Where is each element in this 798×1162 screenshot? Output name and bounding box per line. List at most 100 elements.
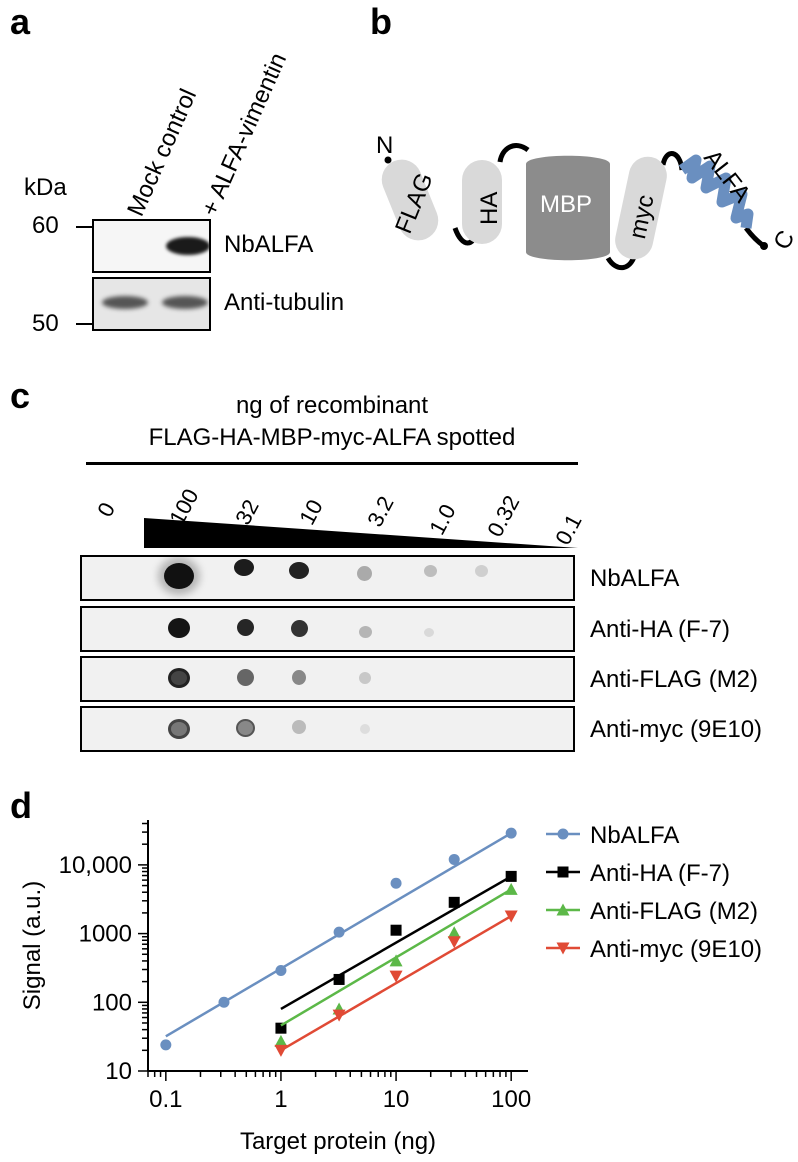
header-underline (86, 462, 578, 465)
x-tick-label: 0.1 (149, 1086, 182, 1113)
data-point (390, 877, 402, 889)
data-point (333, 973, 345, 985)
ha-domain (462, 160, 502, 244)
data-point (218, 996, 230, 1008)
x-axis-title: Target protein (ng) (240, 1128, 436, 1155)
data-point (275, 1022, 287, 1034)
dot-blot-header-line2: FLAG-HA-MBP-myc-ALFA spotted (148, 424, 516, 451)
legend-marker (557, 866, 569, 878)
dot-nbalfa-1-0 (424, 565, 437, 577)
fit-line (280, 914, 512, 1052)
row-label-flag: Anti-FLAG (M2) (590, 666, 759, 693)
dot-myc-10 (292, 720, 306, 734)
data-point (275, 965, 287, 977)
legend-marker (556, 903, 570, 916)
y-tick-label: 10 (105, 1058, 132, 1085)
dot-nbalfa-0-32 (475, 565, 488, 577)
amount-label-0: 0 (92, 498, 121, 521)
mbp-label: MBP (540, 191, 593, 218)
panel-b-label: b (370, 1, 392, 42)
panel-a-label: a (10, 1, 31, 42)
x-tick-label: 10 (383, 1086, 410, 1113)
row-label-myc: Anti-myc (9E10) (590, 716, 763, 743)
lane-label-mock: Mock control (122, 84, 203, 221)
legend-label: Anti-myc (9E10) (590, 936, 762, 963)
dot-flag-3-2 (359, 672, 371, 684)
ha-label: HA (476, 191, 503, 225)
series-3 (274, 910, 518, 1057)
dot-nbalfa-10 (289, 562, 309, 579)
y-tick-label: 10,000 (59, 852, 132, 879)
c-terminus-dot (760, 242, 768, 250)
marker-50-tick (76, 323, 92, 325)
data-point (333, 926, 345, 938)
data-point (447, 926, 461, 939)
dot-myc-3-2 (360, 724, 370, 734)
x-tick-label: 1 (274, 1086, 287, 1113)
legend-label: NbALFA (590, 822, 679, 849)
y-tick-label: 1000 (79, 921, 132, 948)
dot-myc-32 (236, 719, 255, 737)
alfa-helix (678, 154, 754, 229)
data-point (504, 910, 518, 923)
data-point (448, 853, 460, 865)
legend-marker (556, 942, 570, 955)
row-label-ha: Anti-HA (F-7) (590, 616, 731, 643)
data-point (274, 1044, 288, 1057)
flag-domain (381, 159, 439, 241)
marker-60-tick (76, 226, 92, 228)
myc-domain (615, 156, 667, 260)
data-point (448, 896, 460, 908)
dot-flag-100 (168, 668, 190, 688)
series-1 (275, 870, 517, 1034)
plot-area (160, 827, 518, 1057)
legend: NbALFA Anti-HA (F-7) Anti-FLAG (M2) Anti-my… (546, 822, 762, 963)
dot-nbalfa-3-2 (357, 566, 372, 581)
panel-c-label: c (10, 375, 31, 416)
western-blot-tubulin (92, 277, 211, 331)
dot-myc-100 (168, 719, 190, 739)
data-point (447, 936, 461, 949)
dot-blot-myc (80, 706, 575, 752)
data-point (504, 882, 518, 895)
panel-d-label: d (10, 785, 32, 826)
lane-label-vimentin: + ALFA-vimentin (196, 48, 293, 221)
row-label-nbalfa-a: NbALFA (224, 231, 314, 258)
dot-blot-header-line1: ng of recombinant (235, 392, 429, 419)
row-label-nbalfa-c: NbALFA (590, 565, 680, 592)
n-terminus-dot (384, 156, 392, 164)
fit-line (280, 875, 512, 1011)
n-terminus-label: N (376, 132, 394, 159)
dot-ha-32 (237, 619, 254, 636)
dot-flag-32 (237, 669, 254, 686)
legend-label: Anti-FLAG (M2) (590, 898, 758, 925)
data-point (389, 970, 403, 983)
data-point (274, 1034, 288, 1047)
dot-ha-100 (168, 618, 190, 638)
dot-nbalfa-100 (164, 563, 194, 589)
kda-unit-label: kDa (24, 174, 67, 201)
series-2 (274, 882, 518, 1047)
marker-50: 50 (32, 310, 59, 337)
band-nbalfa (166, 237, 209, 255)
marker-60: 60 (32, 212, 59, 239)
dot-blot-ha (80, 606, 575, 652)
construct-diagram (381, 143, 768, 270)
legend-label: Anti-HA (F-7) (590, 860, 730, 887)
dot-blot-flag (80, 656, 575, 702)
y-axis-title: Signal (a.u.) (19, 881, 46, 1010)
concentration-wedge (144, 518, 578, 548)
band-tubulin-2 (162, 296, 208, 309)
x-tick-label: 100 (491, 1086, 531, 1113)
data-point (389, 954, 403, 967)
band-tubulin-1 (102, 296, 148, 309)
y-tick-label: 100 (92, 989, 132, 1016)
dot-ha-3-2 (359, 626, 372, 638)
data-point (505, 870, 517, 882)
dot-ha-10 (291, 620, 308, 637)
dot-ha-1-0 (424, 628, 434, 637)
legend-marker (557, 828, 569, 840)
dot-nbalfa-32 (234, 559, 254, 576)
